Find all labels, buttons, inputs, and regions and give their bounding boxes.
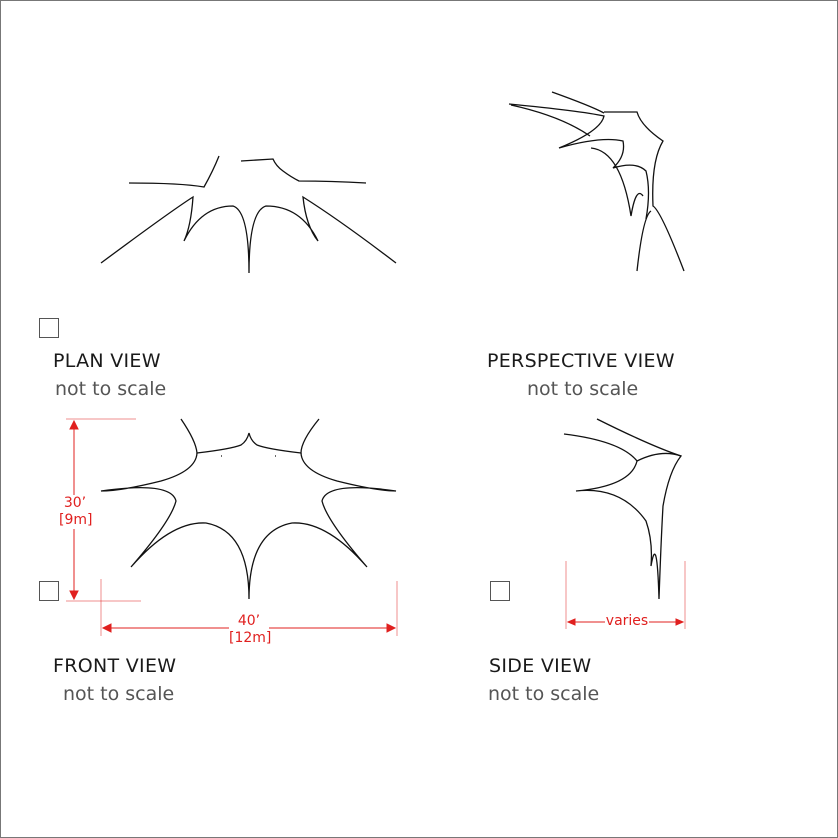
height-ft: 30’ bbox=[63, 495, 87, 511]
perspective-view-title: PERSPECTIVE VIEW bbox=[487, 350, 675, 372]
side-view-checkbox[interactable] bbox=[490, 581, 510, 601]
height-m: [9m] bbox=[59, 512, 93, 528]
front-view-title: FRONT VIEW bbox=[53, 655, 177, 677]
width-m: [12m] bbox=[229, 630, 272, 646]
front-view-subtitle: not to scale bbox=[63, 683, 175, 705]
plan-view-checkbox[interactable] bbox=[39, 318, 59, 338]
plan-view-drawing bbox=[100, 155, 397, 274]
side-dimension-label: varies bbox=[605, 613, 649, 630]
front-view-drawing bbox=[100, 418, 397, 600]
side-view-subtitle: not to scale bbox=[488, 683, 600, 705]
width-ft: 40’ bbox=[237, 613, 261, 629]
front-view-checkbox[interactable] bbox=[39, 581, 59, 601]
plan-view-title: PLAN VIEW bbox=[53, 350, 161, 372]
width-dimension-label: 40’ [12m] bbox=[229, 613, 272, 647]
dimension-lines bbox=[66, 418, 686, 636]
perspective-view-drawing bbox=[508, 91, 685, 272]
height-dimension-label: 30’ [9m] bbox=[59, 495, 93, 529]
side-view-drawing bbox=[563, 418, 683, 600]
plan-view-subtitle: not to scale bbox=[55, 378, 167, 400]
perspective-view-subtitle: not to scale bbox=[527, 378, 639, 400]
side-view-title: SIDE VIEW bbox=[489, 655, 592, 677]
